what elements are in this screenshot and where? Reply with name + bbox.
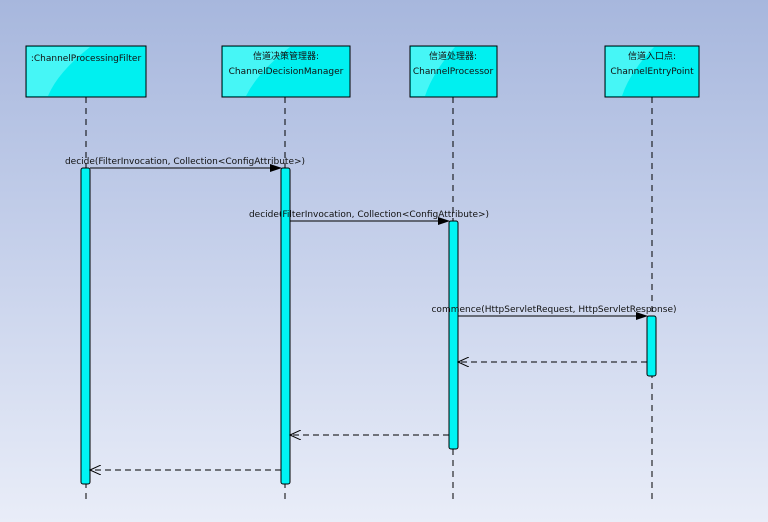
participant-title-line1: 信道入口点: bbox=[628, 50, 676, 62]
participant-title-line1: 信道决策管理器: bbox=[253, 50, 319, 62]
participant-channel-processing-filter[interactable]: :ChannelProcessingFilter bbox=[25, 45, 147, 98]
participant-title-line2: ChannelEntryPoint bbox=[610, 67, 694, 77]
activation-channel-entry-point bbox=[646, 315, 657, 377]
box-highlight bbox=[606, 47, 654, 96]
participant-title-line1: 信道处理器: bbox=[429, 50, 477, 62]
participant-title-line2: ChannelProcessor bbox=[413, 67, 494, 77]
participant-channel-entry-point[interactable]: 信道入口点: ChannelEntryPoint bbox=[604, 45, 700, 98]
message-decide-to-processor[interactable]: decide(FilterInvocation, Collection<Conf… bbox=[249, 210, 489, 225]
box-highlight bbox=[223, 47, 290, 96]
participant-title-line2: ChannelDecisionManager bbox=[229, 67, 344, 77]
activation-channel-processor bbox=[448, 220, 459, 450]
box-highlight bbox=[411, 47, 455, 96]
participant-title: :ChannelProcessingFilter bbox=[31, 54, 142, 64]
activations bbox=[80, 167, 657, 485]
box-highlight bbox=[27, 47, 90, 96]
message-label: commence(HttpServletRequest, HttpServlet… bbox=[431, 305, 676, 315]
message-label: decide(FilterInvocation, Collection<Conf… bbox=[249, 210, 489, 220]
message-decide-to-decision-manager[interactable]: decide(FilterInvocation, Collection<Conf… bbox=[65, 157, 305, 172]
message-label: decide(FilterInvocation, Collection<Conf… bbox=[65, 157, 305, 167]
activation-channel-processing-filter bbox=[80, 167, 91, 485]
activation-channel-decision-manager bbox=[280, 167, 291, 485]
message-commence-to-entry-point[interactable]: commence(HttpServletRequest, HttpServlet… bbox=[431, 305, 677, 320]
participant-channel-decision-manager[interactable]: 信道决策管理器: ChannelDecisionManager bbox=[221, 45, 351, 98]
participant-channel-processor[interactable]: 信道处理器: ChannelProcessor bbox=[409, 45, 498, 98]
